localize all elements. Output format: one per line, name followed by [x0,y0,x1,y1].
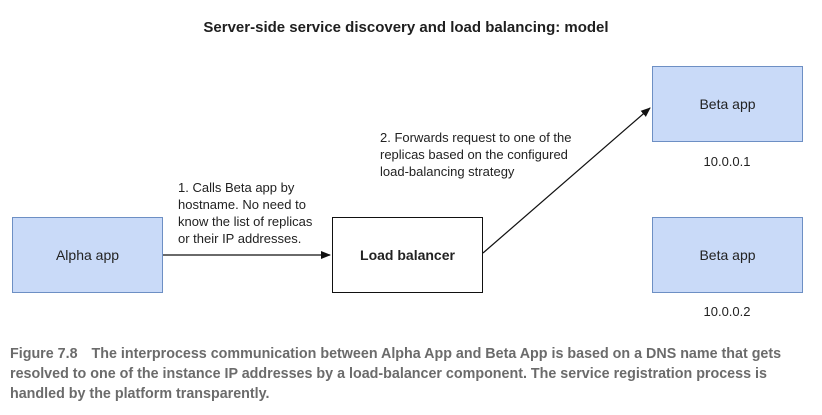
forward-arrow [482,107,651,254]
load-balancer-node: Load balancer [332,217,483,293]
alpha-app-label: Alpha app [55,247,120,263]
figure-caption-text: The interprocess communication between A… [10,346,782,402]
beta-app-label-2: Beta app [699,247,756,263]
call-edge-label: 1. Calls Beta app by hostname. No need t… [178,180,313,246]
beta-app-node-2: Beta app [652,217,803,293]
beta-app-node-1: Beta app [652,66,803,142]
load-balancer-label: Load balancer [360,247,455,263]
beta-app-ip-2: 10.0.0.2 [703,304,751,319]
forward-edge-label: 2. Forwards request to one of the replic… [380,130,572,179]
figure-number: Figure 7.8 [10,346,78,362]
beta-app-label-1: Beta app [699,96,756,112]
alpha-app-node: Alpha app [12,217,163,293]
diagram-title: Server-side service discovery and load b… [203,19,609,36]
beta-app-ip-1: 10.0.0.1 [703,154,751,169]
